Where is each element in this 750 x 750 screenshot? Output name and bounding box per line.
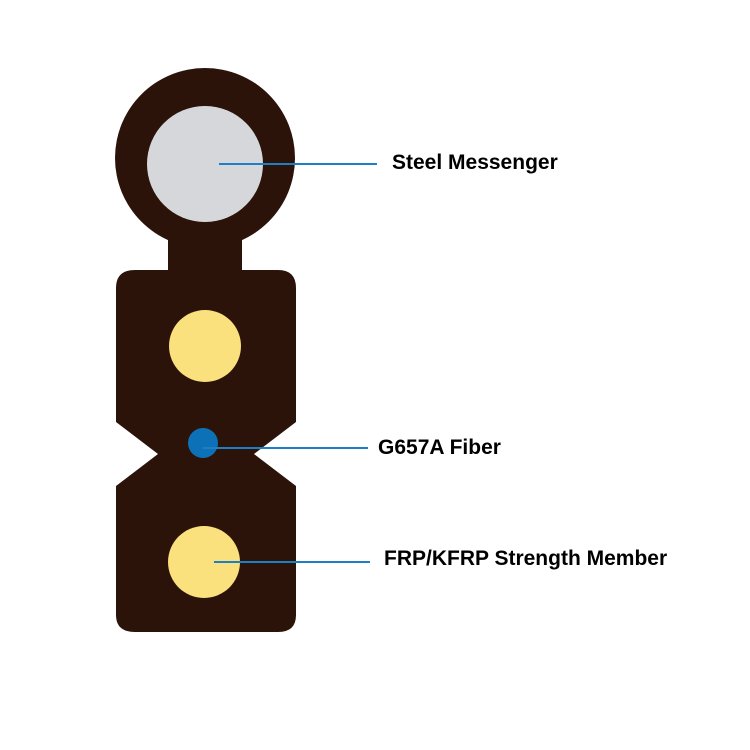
strength-member-top [169, 310, 241, 382]
strength-member-label: FRP/KFRP Strength Member [384, 547, 668, 570]
fiber-label: G657A Fiber [378, 436, 501, 459]
steel-messenger [147, 106, 263, 222]
strength-member-bottom [168, 526, 240, 598]
steel-messenger-label: Steel Messenger [392, 151, 558, 174]
g657a-fiber [188, 428, 218, 458]
